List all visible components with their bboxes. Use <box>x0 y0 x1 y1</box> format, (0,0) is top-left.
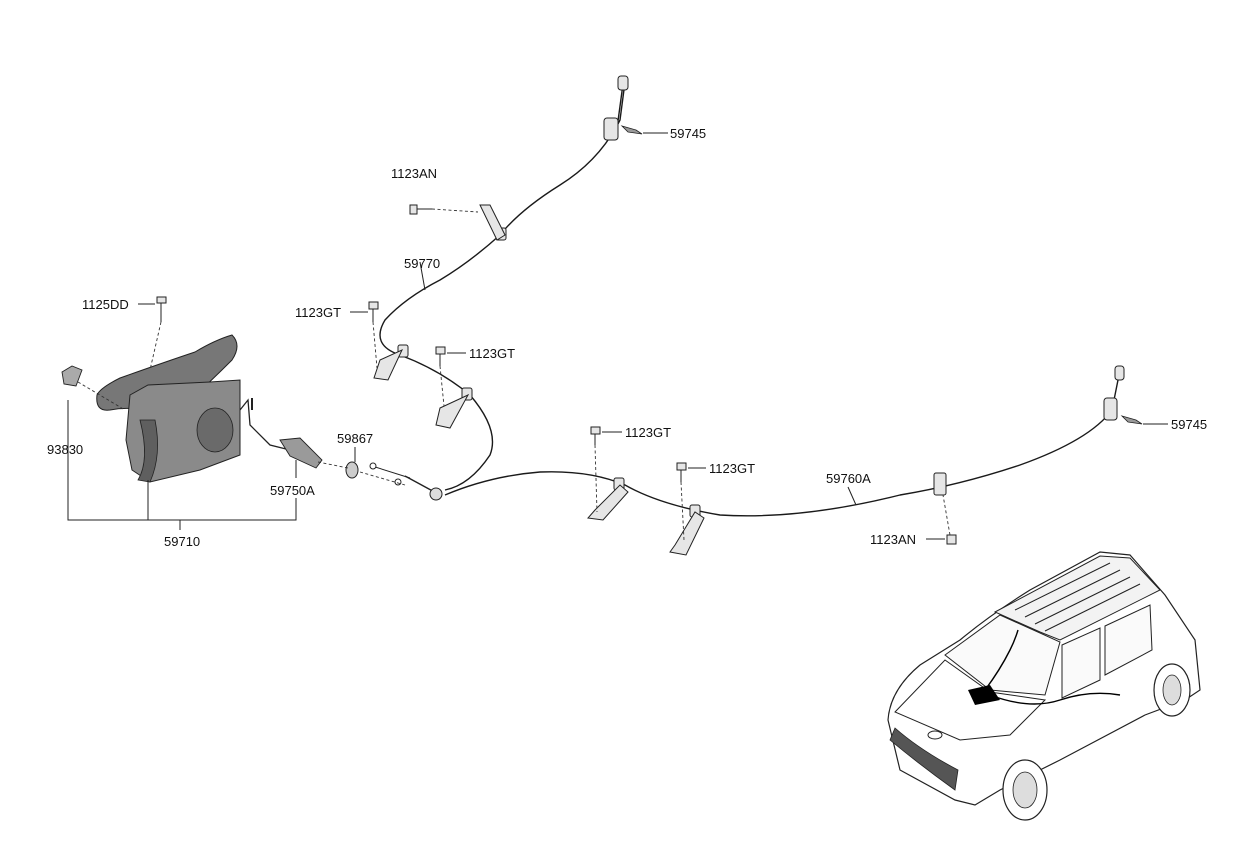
part-label-59710: 59710 <box>164 534 200 549</box>
equalizer-59750a <box>279 437 323 469</box>
part-label-1125dd: 1125DD <box>82 297 129 312</box>
bolt-1123gt-c <box>590 426 601 513</box>
part-label-59745-right: 59745 <box>1171 417 1207 432</box>
part-label-1123gt-a: 1123GT <box>295 305 341 320</box>
part-label-1123gt-c: 1123GT <box>625 425 671 440</box>
part-label-59760a: 59760A <box>826 471 871 486</box>
part-label-1123gt-b: 1123GT <box>469 346 515 361</box>
clip-93830 <box>61 365 83 387</box>
part-label-59745-top: 59745 <box>670 126 706 141</box>
clip-59745-right <box>1120 415 1143 425</box>
part-label-59770: 59770 <box>404 256 440 271</box>
clip-59745-top <box>620 125 643 135</box>
leader-lines <box>67 132 1168 540</box>
vehicle-locator-illustration <box>887 551 1201 821</box>
part-label-1123gt-d: 1123GT <box>709 461 755 476</box>
part-label-59867: 59867 <box>337 431 373 446</box>
bolt-1125dd <box>149 296 167 371</box>
cable-assembly-59760a <box>444 365 1125 518</box>
part-label-59750a: 59750A <box>270 483 315 498</box>
bolt-1123gt-a <box>368 301 379 369</box>
bolt-1123gt-b <box>435 346 446 407</box>
part-labels: 59745 1123AN 59770 1123GT 1123GT 1125DD … <box>47 126 1207 549</box>
part-label-1123an-bottom: 1123AN <box>870 532 916 547</box>
part-label-93830: 93830 <box>47 442 83 457</box>
bolt-1123an-top <box>409 204 479 215</box>
cable-assembly-59770 <box>379 75 629 491</box>
parking-brake-lever <box>96 334 291 483</box>
cable-brackets <box>373 204 705 556</box>
bolt-1123gt-d <box>676 462 687 541</box>
bolt-1123an-bottom <box>942 494 957 545</box>
connector-59867 <box>345 461 443 501</box>
part-label-1123an-top: 1123AN <box>391 166 437 181</box>
